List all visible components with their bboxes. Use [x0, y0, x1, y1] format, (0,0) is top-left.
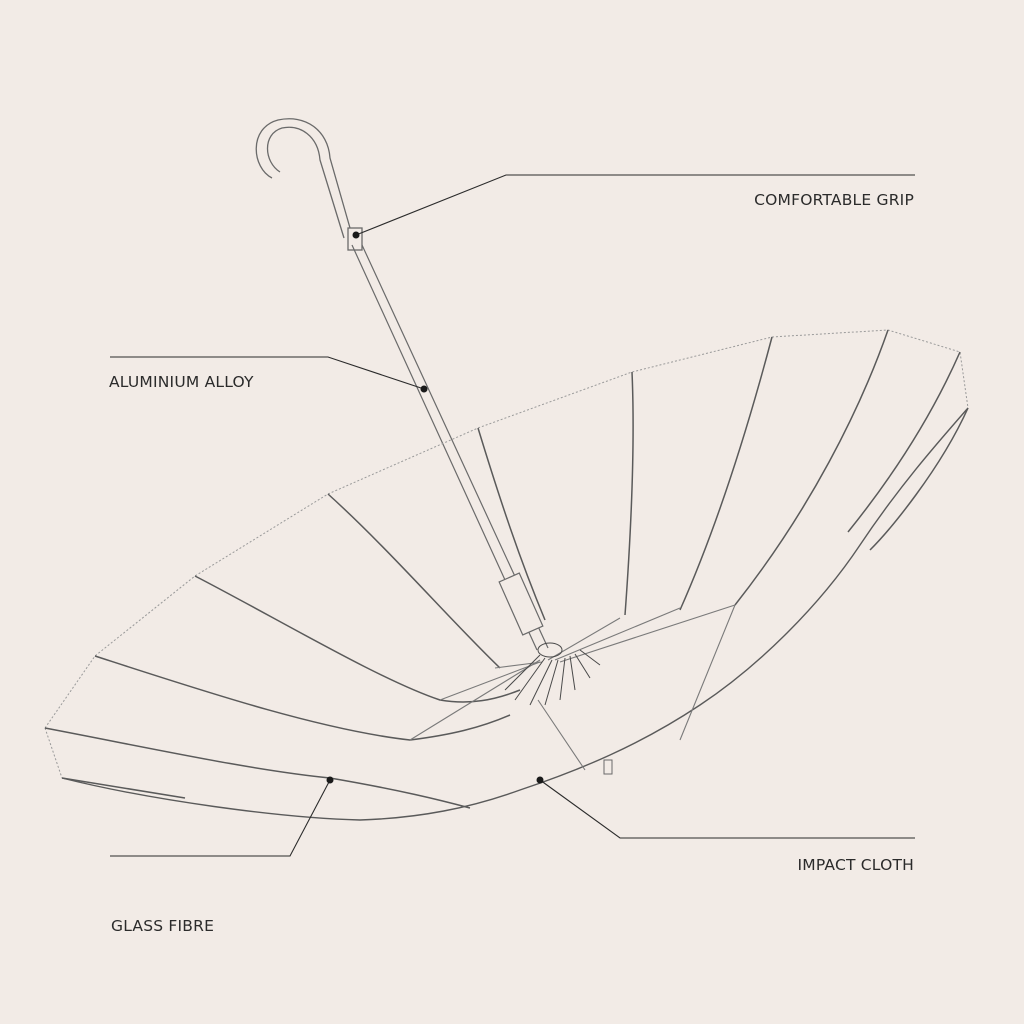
fibre-dot [326, 776, 334, 784]
grip-dot [352, 231, 360, 239]
canopy-edge [44, 329, 969, 779]
leader-dots [326, 231, 544, 784]
ribs [44, 329, 969, 809]
aluminium-alloy-label: ALUMINIUM ALLOY [109, 373, 254, 391]
runner-hub [504, 642, 601, 706]
glass-fibre-label: GLASS FIBRE [111, 917, 215, 935]
alloy-dot [420, 385, 428, 393]
comfortable-grip-label: COMFORTABLE GRIP [754, 191, 914, 209]
umbrella-handle [255, 118, 363, 251]
impact-cloth-label: IMPACT CLOTH [797, 856, 914, 874]
umbrella-shaft [351, 244, 549, 651]
stretchers [409, 604, 736, 771]
ferrule-tip [603, 759, 613, 775]
cloth-dot [536, 776, 544, 784]
canopy-cloth-edge [61, 407, 969, 821]
leader-lines [110, 174, 915, 857]
